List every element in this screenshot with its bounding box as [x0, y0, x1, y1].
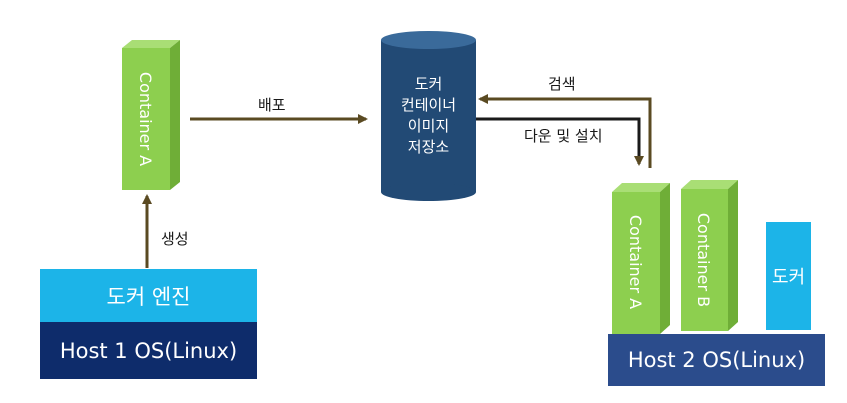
host1-os: Host 1 OS(Linux) — [40, 322, 257, 379]
host1-docker-engine-label: 도커 엔진 — [106, 284, 191, 309]
registry-cylinder — [381, 31, 476, 201]
registry-line-3: 이미지 — [407, 117, 450, 135]
host2-container-b-label: Container B — [694, 213, 713, 307]
registry-line-1: 도커 — [414, 75, 443, 93]
registry-line-2: 컨테이너 — [400, 96, 457, 114]
host2-container-a-box — [612, 183, 670, 334]
host1-docker-engine: 도커 엔진 — [40, 269, 257, 322]
host1-container-a-box — [122, 40, 180, 190]
download-install-arrow — [476, 117, 644, 166]
host2-os-label: Host 2 OS(Linux) — [627, 348, 806, 372]
create-label: 생성 — [161, 230, 189, 248]
host2-docker-label: 도커 — [771, 267, 806, 288]
registry-label: 도커 컨테이너 이미지 저장소 — [381, 74, 476, 158]
host2-docker: 도커 — [766, 222, 811, 330]
search-arrow — [478, 94, 652, 168]
host2-container-a-label: Container A — [626, 215, 645, 309]
host1-container-a-label: Container A — [136, 72, 155, 166]
deploy-label: 배포 — [258, 96, 286, 114]
registry-line-4: 저장소 — [407, 138, 450, 156]
host2-os: Host 2 OS(Linux) — [608, 334, 825, 386]
download-install-label: 다운 및 설치 — [524, 127, 603, 145]
host2-container-b-box — [681, 180, 738, 331]
search-label: 검색 — [548, 75, 576, 93]
host1-os-label: Host 1 OS(Linux) — [59, 338, 238, 363]
